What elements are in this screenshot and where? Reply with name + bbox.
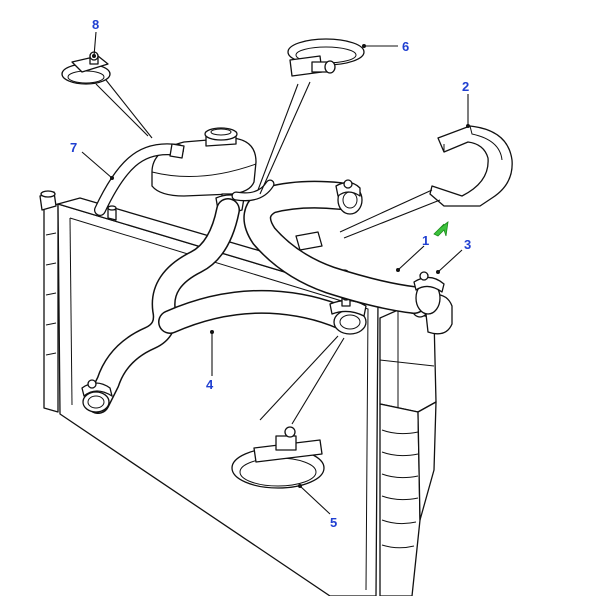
leader-lines [81, 31, 470, 515]
callout-6: 6 [402, 39, 409, 54]
large-hose-clip [231, 426, 325, 489]
bleed-hose [94, 143, 185, 216]
hose-clip-small [61, 51, 111, 85]
callout-3: 3 [464, 237, 471, 252]
lower-hose [81, 198, 367, 414]
top-hose [243, 179, 445, 315]
worm-drive-clip [287, 38, 365, 77]
tank-feed-hose [231, 179, 275, 202]
callout-8: 8 [92, 17, 99, 32]
callout-2: 2 [462, 79, 469, 94]
callout-5: 5 [330, 515, 337, 530]
callout-4: 4 [206, 377, 214, 392]
hose-bracket [429, 125, 513, 207]
green-arrow-icon [433, 221, 449, 237]
callout-labels: 8 6 2 7 1 3 4 5 [70, 17, 471, 530]
callout-1: 1 [422, 233, 429, 248]
callout-7: 7 [70, 140, 77, 155]
